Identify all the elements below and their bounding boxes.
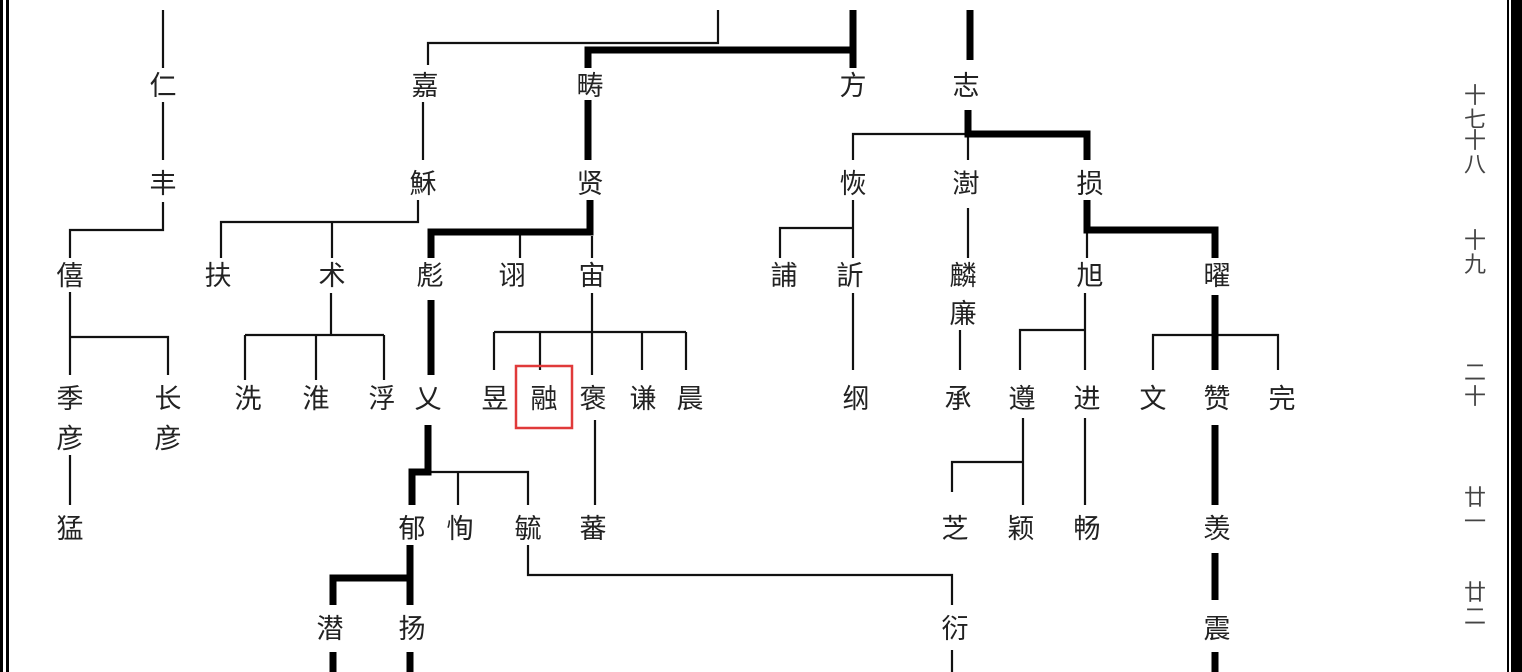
- gen-label-18: 十八: [1464, 129, 1486, 178]
- connectors-thin: [68, 10, 1280, 672]
- node-changyan-1: 长: [155, 384, 182, 415]
- node-zun: 遵: [1009, 384, 1036, 415]
- node-fu2: 浮: [369, 384, 396, 415]
- node-changyan-2: 彦: [155, 424, 182, 455]
- node-wen: 文: [1140, 384, 1167, 415]
- node-liu: 毓: [515, 514, 542, 545]
- node-hui: 恢: [840, 169, 867, 200]
- node-xian2: 洗: [235, 384, 262, 415]
- node-lin: 麟: [950, 261, 977, 292]
- node-chen: 晨: [677, 384, 704, 415]
- node-qian: 谦: [630, 384, 657, 415]
- node-xin: 訢: [837, 261, 864, 292]
- highlight-box: [514, 364, 574, 430]
- node-yang: 扬: [399, 614, 426, 645]
- gen-label-19: 十九: [1464, 229, 1486, 278]
- node-zan: 赞: [1204, 384, 1231, 415]
- node-shu: 术: [319, 261, 346, 292]
- node-chou: 畴: [577, 71, 604, 102]
- node-biao: 彪: [417, 261, 444, 292]
- node-xu: 旭: [1077, 261, 1104, 292]
- node-zhi2: 芝: [942, 514, 969, 545]
- gen-label-22: 廿二: [1464, 581, 1486, 630]
- generation-labels: 十七 十八 十九 二十 廿一 廿二: [1464, 84, 1486, 630]
- node-lian: 廉: [950, 299, 977, 330]
- node-jin: 进: [1074, 384, 1101, 415]
- node-jia: 嘉: [412, 71, 439, 102]
- node-jiyan-2: 彦: [57, 424, 84, 455]
- connectors-thick: [329, 10, 1219, 672]
- node-ying: 颖: [1008, 514, 1035, 545]
- node-zhi: 志: [953, 71, 980, 102]
- node-shu2: 澍: [953, 169, 980, 200]
- node-jiyan-1: 季: [57, 384, 84, 415]
- node-xun: 恂: [447, 514, 474, 545]
- node-chang: 畅: [1074, 514, 1101, 545]
- gen-label-20: 二十: [1464, 361, 1486, 410]
- node-yan: 衍: [942, 614, 969, 645]
- node-rong[interactable]: 融: [531, 384, 558, 415]
- node-sun: 损: [1077, 169, 1104, 200]
- gen-label-21: 廿一: [1464, 486, 1486, 535]
- node-ren: 仁: [150, 71, 177, 102]
- node-yi2: 诩: [499, 261, 526, 292]
- node-yu: 昱: [482, 384, 509, 415]
- node-bu: 誧: [771, 261, 798, 292]
- node-bao: 褒: [580, 384, 607, 415]
- node-meng: 猛: [57, 514, 84, 545]
- frame-left: [0, 0, 9, 672]
- node-su: 穌: [410, 169, 437, 200]
- node-yu2: 郁: [399, 514, 426, 545]
- node-gang: 纲: [843, 384, 870, 415]
- node-fang: 方: [840, 71, 867, 102]
- node-xi: 僖: [57, 261, 84, 292]
- node-zhou: 宙: [579, 261, 606, 292]
- node-qian2: 潜: [317, 614, 344, 645]
- nodes: 仁 丰 僖 季 彦 长 彦 猛 嘉 穌 扶 术 洗 淮 浮 畴 贤 彪 诩 宙 …: [57, 71, 1296, 645]
- node-wan: 完: [1269, 384, 1296, 415]
- frame-right: [1507, 0, 1522, 672]
- node-fan: 蕃: [580, 514, 607, 545]
- node-xian3: 羡: [1204, 514, 1231, 545]
- node-huai: 淮: [303, 384, 330, 415]
- node-yi: 乂: [415, 384, 442, 415]
- node-zhen: 震: [1204, 614, 1231, 645]
- node-fu: 扶: [205, 261, 232, 292]
- node-feng: 丰: [150, 169, 177, 200]
- node-xian: 贤: [577, 169, 604, 200]
- node-yao: 曜: [1204, 261, 1231, 292]
- gen-label-17: 十七: [1464, 84, 1486, 133]
- node-cheng: 承: [945, 384, 972, 415]
